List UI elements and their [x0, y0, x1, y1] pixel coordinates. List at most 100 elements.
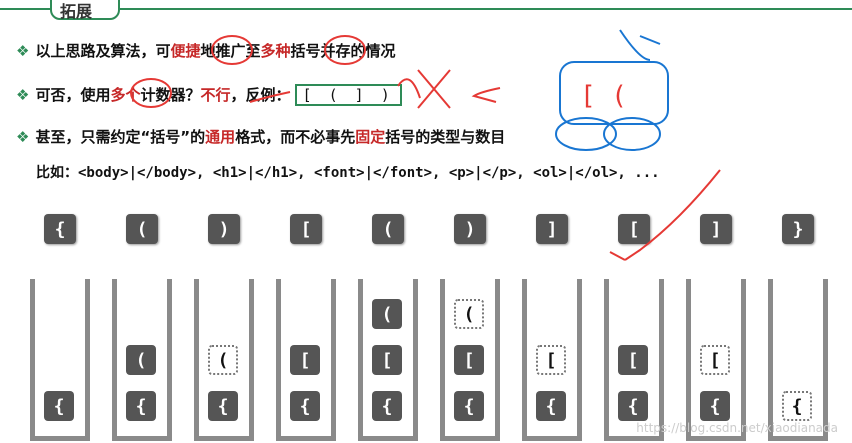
- token-0: {: [44, 214, 76, 244]
- bullet-text: 括号并存的情况: [290, 42, 396, 60]
- stack-wall: [167, 279, 172, 441]
- stack-5: { [ (: [440, 279, 500, 441]
- section-title: 拓展: [60, 2, 93, 21]
- stack-7: {[: [604, 279, 664, 441]
- highlight-text: 固定: [355, 128, 386, 146]
- stack-wall: [604, 436, 664, 441]
- bullet-mark: ❖: [16, 86, 30, 104]
- stack-cell: (: [372, 299, 402, 329]
- bullet-counter-question: ❖ 可否，使用多个计数器？不行，反例：[ ( ] ): [16, 84, 402, 106]
- annotation-handwritten-brackets: [ (: [580, 81, 627, 111]
- bullet-generic-format: ❖ 甚至，只需约定“括号”的通用格式，而不必事先固定括号的类型与数目: [16, 126, 505, 147]
- bullet-text: 以上思路及算法，可: [35, 42, 171, 60]
- highlight-text: 多个: [110, 86, 141, 104]
- stack-wall: [768, 279, 773, 441]
- watermark: https://blog.csdn.net/xiaodianada: [636, 421, 838, 435]
- stack-cell-pending: (: [208, 345, 238, 375]
- stack-wall: [30, 279, 35, 441]
- stack-wall: [604, 279, 609, 441]
- bullet-text: 甚至，只需约定“括号”的: [35, 128, 206, 146]
- stack-wall: [659, 279, 664, 441]
- stack-wall: [112, 279, 117, 441]
- bullet-text: 可否，使用: [35, 86, 111, 104]
- stack-wall: [249, 279, 254, 441]
- stack-wall: [194, 436, 254, 441]
- stack-cell-pending: [: [536, 345, 566, 375]
- section-title-tab: 拓展: [50, 0, 120, 21]
- tag-examples: 比如：<body>|</body>, <h1>|</h1>, <font>|</…: [36, 165, 660, 181]
- title-rule-right: [118, 8, 852, 10]
- token-8: ]: [700, 214, 732, 244]
- bullet-text: 括号的类型与数目: [385, 128, 506, 146]
- stack-cell: {: [44, 391, 74, 421]
- stack-wall: [686, 279, 691, 441]
- stack-cell: {: [290, 391, 320, 421]
- token-6: ]: [536, 214, 568, 244]
- stack-cell: {: [208, 391, 238, 421]
- stack-cell: [: [372, 345, 402, 375]
- stack-wall: [194, 279, 199, 441]
- stack-0: {: [30, 279, 90, 441]
- stack-6: {[: [522, 279, 582, 441]
- stack-cell-pending: [: [700, 345, 730, 375]
- highlight-text: 通用: [205, 128, 236, 146]
- stack-wall: [495, 279, 500, 441]
- stack-wall: [522, 436, 582, 441]
- stack-wall: [30, 436, 90, 441]
- token-4: (: [372, 214, 404, 244]
- highlight-text: 便捷: [170, 42, 201, 60]
- annotation-arrow: [471, 87, 501, 103]
- token-9: }: [782, 214, 814, 244]
- stack-cell: (: [126, 345, 156, 375]
- counter-example-box: [ ( ] ): [294, 84, 402, 106]
- stack-cell: {: [700, 391, 730, 421]
- annotation-circle-shumu: [603, 117, 661, 151]
- highlight-text: 多种: [260, 42, 291, 60]
- stack-cell: {: [372, 391, 402, 421]
- annotation-cross: [417, 69, 451, 109]
- bullet-text: 地推广至: [200, 42, 261, 60]
- annotation-blue-stroke: [619, 29, 661, 61]
- stack-wall: [358, 279, 363, 441]
- stack-1: {(: [112, 279, 172, 441]
- stack-cell: [: [290, 345, 320, 375]
- token-2: ): [208, 214, 240, 244]
- stack-cell: {: [618, 391, 648, 421]
- stack-cell: {: [454, 391, 484, 421]
- stack-wall: [741, 279, 746, 441]
- stack-9: {: [768, 279, 828, 441]
- stack-cell-pending: {: [782, 391, 812, 421]
- stack-4: { [ (: [358, 279, 418, 441]
- highlight-text: 不行: [200, 86, 231, 104]
- stack-wall: [440, 436, 500, 441]
- stack-wall: [440, 279, 445, 441]
- stack-wall: [358, 436, 418, 441]
- stack-wall: [331, 279, 336, 441]
- title-rule-left: [0, 8, 50, 10]
- bullet-text: ，反例：: [230, 86, 291, 104]
- annotation-circle-leixing: [555, 117, 617, 151]
- stack-cell: {: [536, 391, 566, 421]
- bullet-mark: ❖: [16, 128, 30, 146]
- stack-wall: [276, 279, 281, 441]
- stack-wall: [823, 279, 828, 441]
- stack-cell-pending: (: [454, 299, 484, 329]
- token-7: [: [618, 214, 650, 244]
- bullet-text: 计数器？: [140, 86, 201, 104]
- token-3: [: [290, 214, 322, 244]
- stack-8: {[: [686, 279, 746, 441]
- stack-wall: [686, 436, 746, 441]
- stack-cell: {: [126, 391, 156, 421]
- stack-cell: [: [454, 345, 484, 375]
- bullet-text: 格式，而不必事先: [235, 128, 356, 146]
- stack-wall: [112, 436, 172, 441]
- bullet-generalize: ❖ 以上思路及算法，可便捷地推广至多种括号并存的情况: [16, 40, 396, 61]
- stack-2: {(: [194, 279, 254, 441]
- stack-wall: [522, 279, 527, 441]
- token-1: (: [126, 214, 158, 244]
- token-5: ): [454, 214, 486, 244]
- annotation-blue-box: [559, 61, 669, 125]
- stack-wall: [413, 279, 418, 441]
- stack-wall: [768, 436, 828, 441]
- bullet-mark: ❖: [16, 42, 30, 60]
